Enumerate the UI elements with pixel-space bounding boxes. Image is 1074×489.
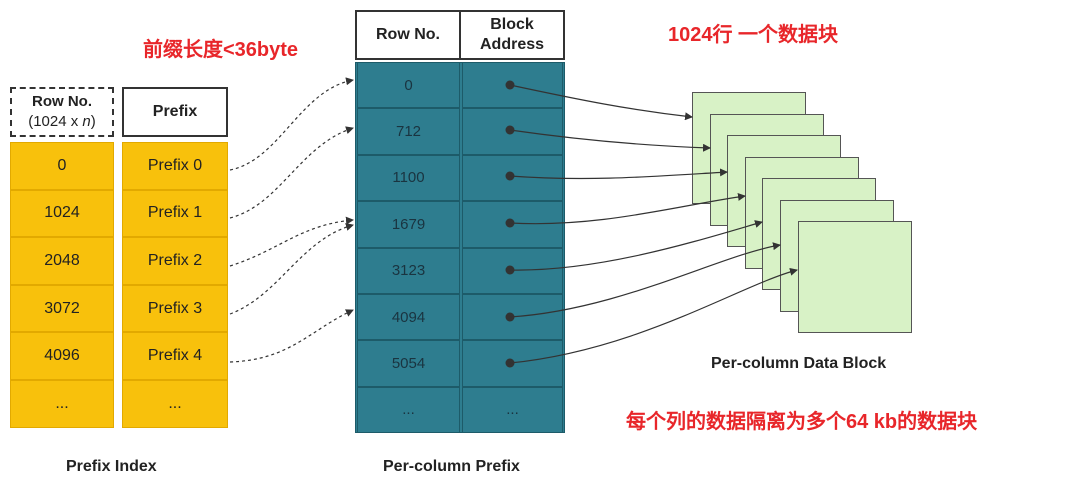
row-no-cell: 0 (10, 142, 114, 190)
pcp-row-cell: 1679 (357, 201, 460, 248)
pcp-row-cell: ... (357, 386, 460, 434)
dashed-arrow-prefix-1 (229, 126, 354, 219)
pcp-row-cell: 1100 (357, 154, 460, 202)
prefix-index-caption: Prefix Index (66, 458, 157, 475)
prefix-cell: Prefix 1 (122, 189, 228, 238)
prefix-cell: Prefix 0 (122, 142, 228, 190)
pcp-address-cell: ... (462, 386, 563, 434)
dashed-arrow-prefix-2 (229, 216, 354, 267)
prefix-length-note: 前缀长度<36byte (143, 39, 299, 61)
data-block-caption: Per-column Data Block (711, 355, 887, 372)
prefix-header: Prefix (122, 87, 228, 137)
row-no-header-label: Row No. (32, 93, 92, 110)
row-no-cell: 4096 (10, 332, 114, 380)
prefix-cell: Prefix 2 (122, 237, 228, 285)
pcp-row-cell: 712 (357, 108, 460, 155)
pcp-row-cell: 0 (357, 62, 460, 109)
dashed-arrow-prefix-3 (229, 223, 354, 315)
prefix-cell: Prefix 3 (122, 284, 228, 333)
pcp-address-cell (462, 108, 563, 155)
isolation-note: 每个列的数据隔离为多个64 kb的数据块 (626, 411, 978, 433)
pcp-caption: Per-column Prefix (383, 458, 520, 475)
row-no-cell: 2048 (10, 237, 114, 285)
pcp-row-header: Row No. (355, 10, 461, 60)
pcp-address-cell (462, 247, 563, 294)
row-no-cell: ... (10, 380, 114, 428)
pcp-address-header-line2: Address (479, 36, 545, 53)
dashed-arrow-prefix-4 (229, 309, 354, 363)
pcp-row-cell: 5054 (357, 340, 460, 387)
address-dots (505, 80, 515, 368)
prefix-cell: Prefix 4 (122, 332, 228, 380)
prefix-cell: ... (122, 380, 228, 428)
address-arrows (509, 84, 798, 364)
row-no-header: Row No. (1024 x n) (10, 87, 114, 137)
pcp-address-header-line1: Block (490, 16, 534, 33)
row-no-multiplier: (1024 x n) (28, 113, 96, 130)
dashed-arrow-prefix-0 (229, 77, 354, 171)
pcp-row-cell: 3123 (357, 247, 460, 294)
rows-per-block-note: 1024行 一个数据块 (668, 24, 839, 46)
data-block (797, 221, 912, 333)
row-no-cell: 3072 (10, 284, 114, 333)
pcp-row-cell: 4094 (357, 294, 460, 341)
row-no-cell: 1024 (10, 189, 114, 238)
pcp-address-header: Block Address (459, 10, 565, 60)
